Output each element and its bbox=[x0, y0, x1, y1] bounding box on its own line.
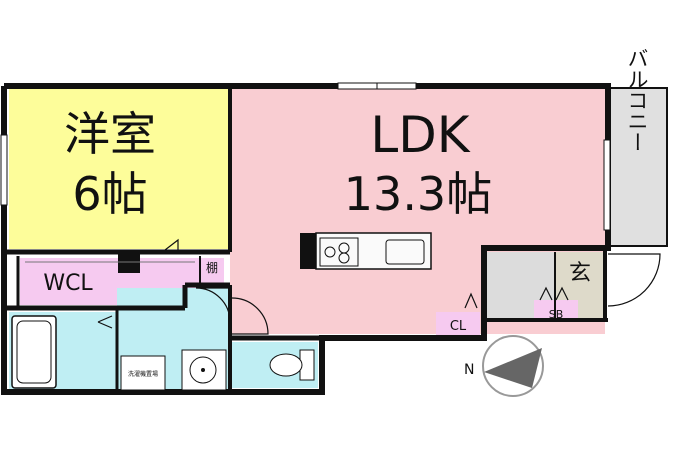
closet-label: CL bbox=[450, 319, 467, 334]
window-western-left bbox=[0, 134, 8, 206]
closet-floor bbox=[436, 312, 480, 336]
doors bbox=[97, 238, 661, 335]
bathtub bbox=[11, 315, 57, 389]
door-bath bbox=[97, 315, 113, 323]
window-ldk-right bbox=[603, 139, 611, 231]
shoebox-label: SB bbox=[549, 308, 564, 321]
burner-1 bbox=[324, 246, 336, 258]
shelf-floor bbox=[200, 258, 224, 283]
bathtub-inner bbox=[16, 320, 52, 384]
vanity-drain bbox=[201, 368, 205, 372]
ldk-size: 13.3帖 bbox=[344, 167, 492, 221]
kitchen-sink bbox=[385, 239, 425, 265]
wcl-label: WCL bbox=[43, 271, 93, 296]
western-room-floor bbox=[9, 89, 230, 249]
door-wcl bbox=[164, 238, 179, 251]
burner-3 bbox=[338, 252, 350, 264]
toilet-bowl bbox=[269, 353, 303, 377]
compass bbox=[482, 335, 544, 397]
door-wash bbox=[195, 287, 231, 323]
compass-label: N bbox=[464, 362, 474, 378]
western-room-size: 6帖 bbox=[72, 167, 147, 221]
ldk-name: LDK bbox=[370, 106, 470, 164]
vanity-basin bbox=[189, 356, 217, 384]
entrance-label: 玄 bbox=[569, 261, 591, 286]
western-room-name: 洋室 bbox=[64, 107, 156, 161]
washer-space-label: 洗濯機置場 bbox=[128, 370, 158, 378]
door-entrance bbox=[607, 253, 661, 307]
door-toilet bbox=[231, 297, 269, 335]
balcony-label: バルコニー bbox=[625, 48, 649, 153]
door-shoebox bbox=[539, 286, 569, 301]
kitchen-counter bbox=[300, 232, 432, 270]
shelf-label: 棚 bbox=[206, 260, 218, 275]
windows bbox=[0, 82, 611, 231]
wcl-pillar bbox=[118, 253, 140, 273]
door-closet bbox=[464, 292, 478, 309]
balcony-floor bbox=[607, 89, 666, 245]
kitchen-backsplash bbox=[300, 233, 318, 269]
door-bath-b bbox=[97, 321, 113, 329]
stove bbox=[319, 237, 359, 267]
compass-needle bbox=[484, 348, 542, 388]
washer-space bbox=[120, 355, 166, 391]
